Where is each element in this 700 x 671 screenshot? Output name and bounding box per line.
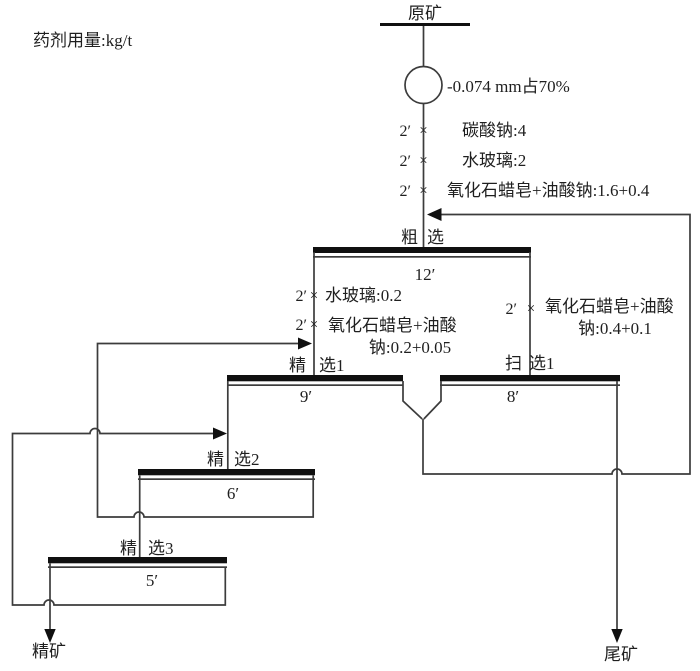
- reagent-tick-icon: ×: [419, 123, 427, 139]
- reagent-label-line2: 钠:0.2+0.05: [369, 338, 451, 357]
- rougher-label-left: 粗: [401, 228, 418, 247]
- cleaner1-label-left: 精: [289, 356, 306, 375]
- scavenger1-label-right: 选1: [529, 354, 555, 373]
- grinding-mill-icon: [404, 65, 443, 105]
- cleaner2-label-right: 选2: [234, 450, 260, 469]
- cleaner2-label-left: 精: [207, 450, 224, 469]
- cleaner1-lip-line: [227, 384, 403, 386]
- raw-ore-label: 原矿: [408, 4, 442, 23]
- concentrate-label: 精矿: [32, 642, 66, 661]
- cleaner3-duration: 5′: [146, 571, 158, 590]
- reagent-label: 碳酸钠:4: [462, 121, 527, 140]
- rougher-froth-bar: [313, 247, 531, 253]
- cleaner3-label-left: 精: [120, 539, 137, 558]
- reagent-label: 氧化石蜡皂+油酸: [328, 316, 457, 335]
- middlings-recycle-line: [402, 213, 691, 475]
- reagent-tick-icon: ×: [419, 153, 427, 169]
- reagent-label: 氧化石蜡皂+油酸: [545, 297, 674, 316]
- rougher-lip-line: [313, 256, 531, 258]
- rougher-cell: [313, 247, 531, 376]
- cleaner2-recycle-arrowhead-icon: [298, 337, 312, 350]
- recycle-arrowhead-icon: [427, 208, 442, 221]
- rougher-duration: 12′: [415, 265, 436, 284]
- cleaner3-froth-bar: [48, 557, 227, 564]
- cleaner3-cell: [11, 427, 227, 643]
- reagent-interval: 2′: [400, 153, 412, 170]
- cleaner2-lip-line: [138, 478, 315, 480]
- cleaner1-feed-reagent-annotations: 2′ × 水玻璃:0.2 2′ × 氧化石蜡皂+油酸 钠:0.2+0.05: [296, 286, 457, 357]
- reagent-tick-icon: ×: [310, 317, 318, 333]
- cleaner1-label-right: 选1: [319, 356, 345, 375]
- tailings-label: 尾矿: [604, 645, 638, 664]
- cleaner3-lip-line: [48, 566, 227, 568]
- reagent-label: 氧化石蜡皂+油酸钠:1.6+0.4: [447, 181, 650, 200]
- rougher-label-right: 选: [427, 228, 444, 247]
- cleaner2-tailings-recycle-line: [96, 342, 315, 518]
- cleaner2-duration: 6′: [227, 484, 239, 503]
- cleaner3-tailings-recycle-line: [11, 427, 227, 606]
- concentrate-arrowhead-icon: [44, 629, 56, 643]
- cleaner3-label-right: 选3: [148, 539, 174, 558]
- cleaner1-cell: [226, 375, 403, 470]
- reagent-tick-icon: ×: [419, 183, 427, 199]
- scavenger-feed-reagent-annotations: 2′ × 氧化石蜡皂+油酸 钠:0.4+0.1: [506, 297, 674, 338]
- cleaner1-froth-bar: [227, 375, 403, 382]
- cleaner1-duration: 9′: [300, 387, 312, 406]
- reagent-interval: 2′: [400, 123, 412, 140]
- middlings-recycle-to-rougher: [402, 208, 691, 475]
- reagent-label: 水玻璃:0.2: [325, 286, 402, 305]
- reagent-interval: 2′: [296, 317, 308, 334]
- raw-ore-bar: [380, 23, 470, 26]
- scavenger1-label-left: 扫: [505, 354, 522, 373]
- reagent-interval: 2′: [400, 183, 412, 200]
- dosage-units-note: 药剂用量:kg/t: [33, 31, 132, 50]
- reagent-label-line2: 钠:0.4+0.1: [578, 319, 652, 338]
- cleaner2-cell: [96, 337, 315, 558]
- reagent-tick-icon: ×: [527, 301, 535, 317]
- reagent-interval: 2′: [296, 288, 308, 305]
- reagent-label: 水玻璃:2: [462, 151, 526, 170]
- scavenger1-froth-bar: [440, 375, 620, 382]
- feed-reagent-annotations: 2′ × 碳酸钠:4 2′ × 水玻璃:2 2′ × 氧化石蜡皂+油酸钠:1.6…: [400, 121, 650, 200]
- scavenger1-lip-line: [440, 384, 620, 386]
- tailings-arrowhead-icon: [611, 629, 623, 643]
- scavenger1-duration: 8′: [507, 387, 519, 406]
- scavenger1-cell: [440, 375, 623, 643]
- reagent-tick-icon: ×: [310, 288, 318, 304]
- reagent-interval: 2′: [506, 301, 518, 318]
- cleaner3-recycle-arrowhead-icon: [213, 427, 227, 440]
- feed-stream-lines: [380, 23, 470, 248]
- grind-fineness-label: -0.074 mm占70%: [447, 77, 570, 96]
- cleaner2-froth-bar: [138, 469, 315, 476]
